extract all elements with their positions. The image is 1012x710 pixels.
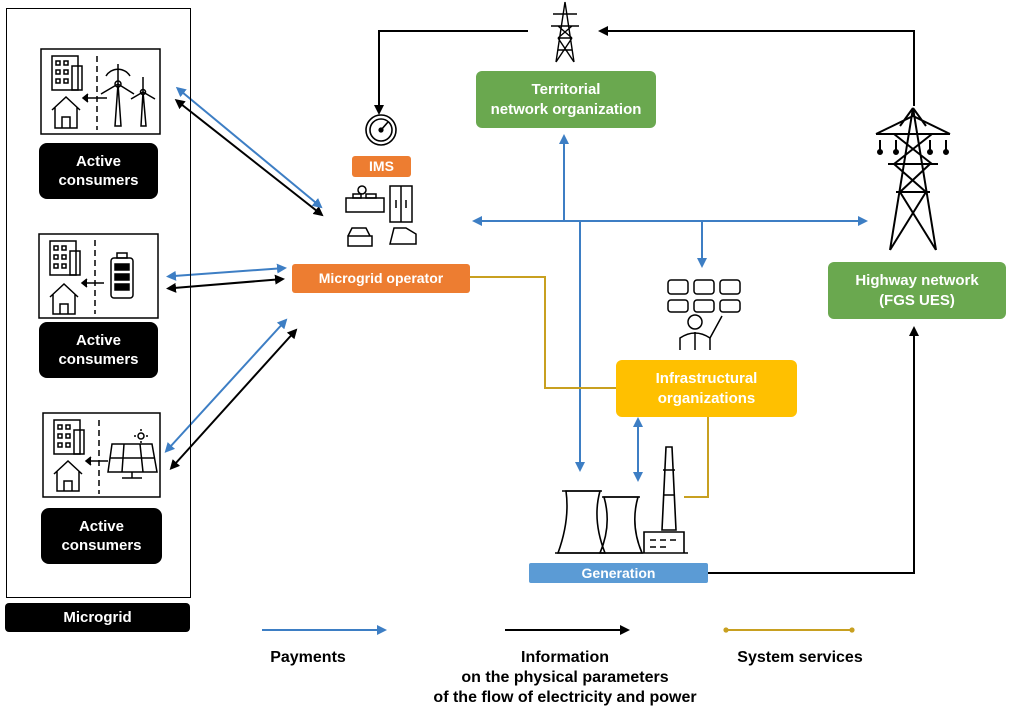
info-arrow-highway-to-tower [598,26,915,106]
building-icon [49,240,81,276]
consumer-panel-solar [42,412,161,498]
active-consumers-label-2: Active consumers [39,322,158,378]
info-arrow-consumer1 [174,99,324,217]
power-plant-icon [555,446,688,554]
operator-workplace-icon [345,185,417,247]
legend-system-services-label: System services [737,649,863,666]
legend-payments-label: Payments [270,649,346,666]
transmission-tower-small-icon [551,1,579,63]
microgrid-frame [6,8,191,598]
house-icon [49,282,79,315]
wind-turbine-icon [100,64,156,127]
legend-information-label: Information on the physical parameters o… [433,649,697,706]
microgrid-operator: Microgrid operator [292,264,470,293]
house-icon [53,459,83,492]
info-arrow-tower-to-ims [374,30,528,115]
ims-label: IMS [352,156,411,177]
highway-network: Highway network (FGS UES) [828,262,1006,319]
transmission-tower-large-icon [875,107,951,251]
house-icon [51,95,81,129]
info-arrow-consumer3 [169,328,298,470]
info-arrow-generation-to-highway [708,326,919,574]
payment-arrow-consumer3 [164,318,288,453]
building-icon [51,55,83,91]
battery-icon [110,252,134,299]
payment-arrow-consumer1 [175,86,323,209]
service-line-infra-plant [684,416,709,498]
service-line-operator-infra [470,276,618,389]
payment-arrow-consumer2 [166,263,287,281]
control-panel-icon [667,279,741,350]
consumer-panel-wind [40,48,161,135]
building-icon [53,419,85,455]
generation-label: Generation [529,563,708,583]
solar-panel-icon [107,429,158,479]
territorial-network-organization: Territorial network organization [476,71,656,128]
consumer-panel-battery [38,233,159,319]
gauge-icon [365,114,397,146]
active-consumers-label-1: Active consumers [39,143,158,199]
infrastructural-organizations: Infrastructural organizations [616,360,797,417]
active-consumers-label-3: Active consumers [41,508,162,564]
microgrid-label: Microgrid [5,603,190,632]
